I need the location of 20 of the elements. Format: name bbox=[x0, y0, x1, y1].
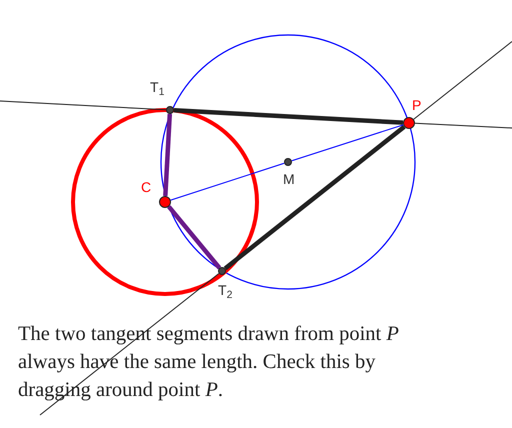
segment bbox=[174, 108, 404, 125]
point bbox=[218, 267, 226, 275]
point bbox=[159, 196, 171, 208]
segment bbox=[413, 41, 512, 120]
point-label: C bbox=[141, 180, 152, 194]
point bbox=[166, 106, 174, 114]
point bbox=[284, 158, 292, 166]
point-label: T$_{2}$ bbox=[218, 283, 232, 297]
segment bbox=[40, 272, 220, 416]
segment bbox=[224, 124, 406, 270]
point-label: P bbox=[412, 98, 422, 112]
segment bbox=[414, 122, 512, 128]
point-label: M bbox=[283, 172, 295, 186]
segment bbox=[167, 205, 222, 270]
segment bbox=[170, 162, 285, 201]
segment bbox=[291, 124, 404, 162]
point bbox=[403, 117, 415, 129]
segment bbox=[0, 100, 166, 110]
segment bbox=[163, 114, 172, 196]
point-label: T$_{1}$ bbox=[150, 80, 164, 94]
